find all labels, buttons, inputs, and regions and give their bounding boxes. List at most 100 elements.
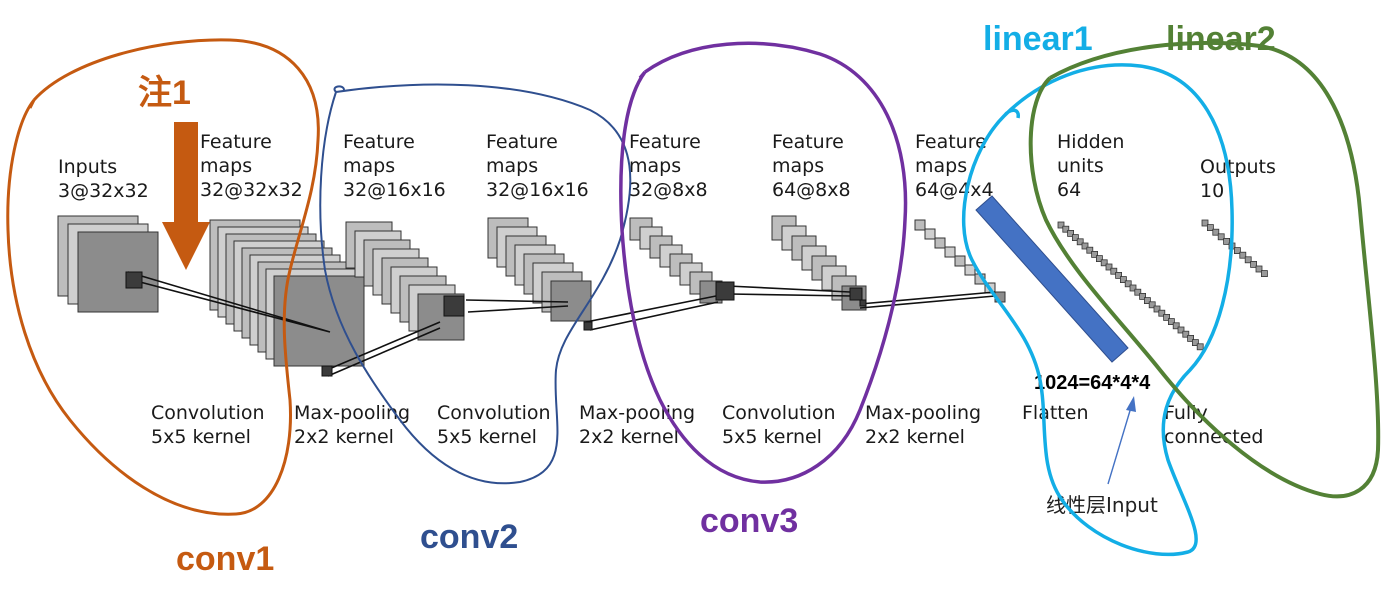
- unit-square: [1120, 276, 1127, 284]
- feature-map-square: [964, 264, 976, 276]
- kernel-square: [715, 281, 735, 301]
- unit-square: [1067, 229, 1074, 237]
- unit-square: [1168, 318, 1175, 326]
- feature-map-square: [914, 219, 926, 231]
- linear1-label: linear1: [983, 20, 1093, 58]
- unit-square: [1076, 238, 1084, 246]
- kernel-square: [321, 365, 333, 377]
- conv1-outline: [6, 38, 320, 516]
- formula-pointer-arrow: [1107, 396, 1136, 485]
- unit-square: [1207, 224, 1214, 232]
- feature-map-stacks: [57, 215, 1268, 367]
- op-flatten-label: Flatten: [1022, 402, 1088, 424]
- unit-square: [1124, 280, 1132, 288]
- unit-square: [1223, 237, 1230, 245]
- feature-map-square: [77, 231, 159, 313]
- pointer-line: [1107, 403, 1133, 485]
- arrow-shaft: [174, 122, 198, 232]
- note-label: 注1: [138, 74, 191, 112]
- conv2-label: conv2: [420, 518, 518, 556]
- unit-square: [1234, 247, 1241, 255]
- unit-square: [1057, 221, 1065, 229]
- linear1-outline: [961, 63, 1234, 557]
- unit-square: [1096, 255, 1103, 263]
- connection-line: [321, 321, 441, 377]
- kernel-square: [849, 287, 863, 301]
- unit-square: [1187, 334, 1194, 342]
- unit-square: [1105, 263, 1113, 271]
- conv3-outline: [619, 41, 908, 484]
- unit-square: [1239, 251, 1247, 259]
- connection-line: [127, 271, 331, 333]
- connection-line: [465, 299, 569, 313]
- unit-square: [1212, 228, 1220, 236]
- arrow-head: [162, 222, 210, 270]
- unit-square: [1086, 246, 1094, 254]
- linear2-outline: [1028, 40, 1381, 499]
- unit-square: [1192, 339, 1199, 347]
- unit-square: [1134, 288, 1142, 296]
- unit-square: [1201, 219, 1209, 227]
- note-arrow: [162, 122, 210, 270]
- unit-square: [1255, 265, 1263, 273]
- connection-line: [859, 291, 996, 309]
- kernels: [125, 271, 867, 377]
- unit-square: [1091, 250, 1098, 258]
- formula-label: 1024=64*4*4: [1034, 372, 1151, 394]
- conv3-label: conv3: [700, 502, 798, 540]
- conv1-label: conv1: [176, 540, 274, 578]
- unit-square: [1110, 267, 1118, 275]
- unit-square: [1072, 234, 1079, 242]
- unit-square: [1129, 284, 1137, 292]
- unit-square: [1244, 256, 1252, 264]
- unit-square: [1196, 343, 1204, 351]
- unit-square: [1100, 259, 1108, 267]
- unit-square: [1177, 326, 1185, 334]
- feature-map-square: [924, 228, 936, 240]
- unit-square: [1158, 309, 1166, 317]
- unit-square: [1172, 322, 1180, 330]
- unit-square: [1153, 305, 1161, 313]
- unit-square: [1115, 271, 1122, 279]
- unit-square: [1081, 242, 1089, 250]
- feature-map-square: [944, 246, 956, 258]
- connection-lines: [127, 271, 996, 377]
- conv2-outline: [319, 83, 632, 485]
- connection-line: [727, 285, 853, 297]
- flatten-bar: [975, 195, 1129, 363]
- unit-square: [1148, 301, 1156, 309]
- pointer-head: [1126, 396, 1136, 412]
- unit-square: [1139, 292, 1146, 300]
- unit-square: [1163, 313, 1170, 321]
- unit-square: [1062, 225, 1070, 233]
- connection-line: [585, 295, 719, 331]
- linear-input-label: 线性层Input: [1046, 493, 1158, 517]
- linear2-label: linear2: [1166, 20, 1276, 58]
- unit-square: [1250, 260, 1257, 268]
- feature-map-square: [954, 255, 966, 267]
- unit-square: [1182, 330, 1190, 338]
- unit-square: [1217, 233, 1225, 241]
- unit-square: [1144, 297, 1151, 305]
- feature-map-square: [934, 237, 946, 249]
